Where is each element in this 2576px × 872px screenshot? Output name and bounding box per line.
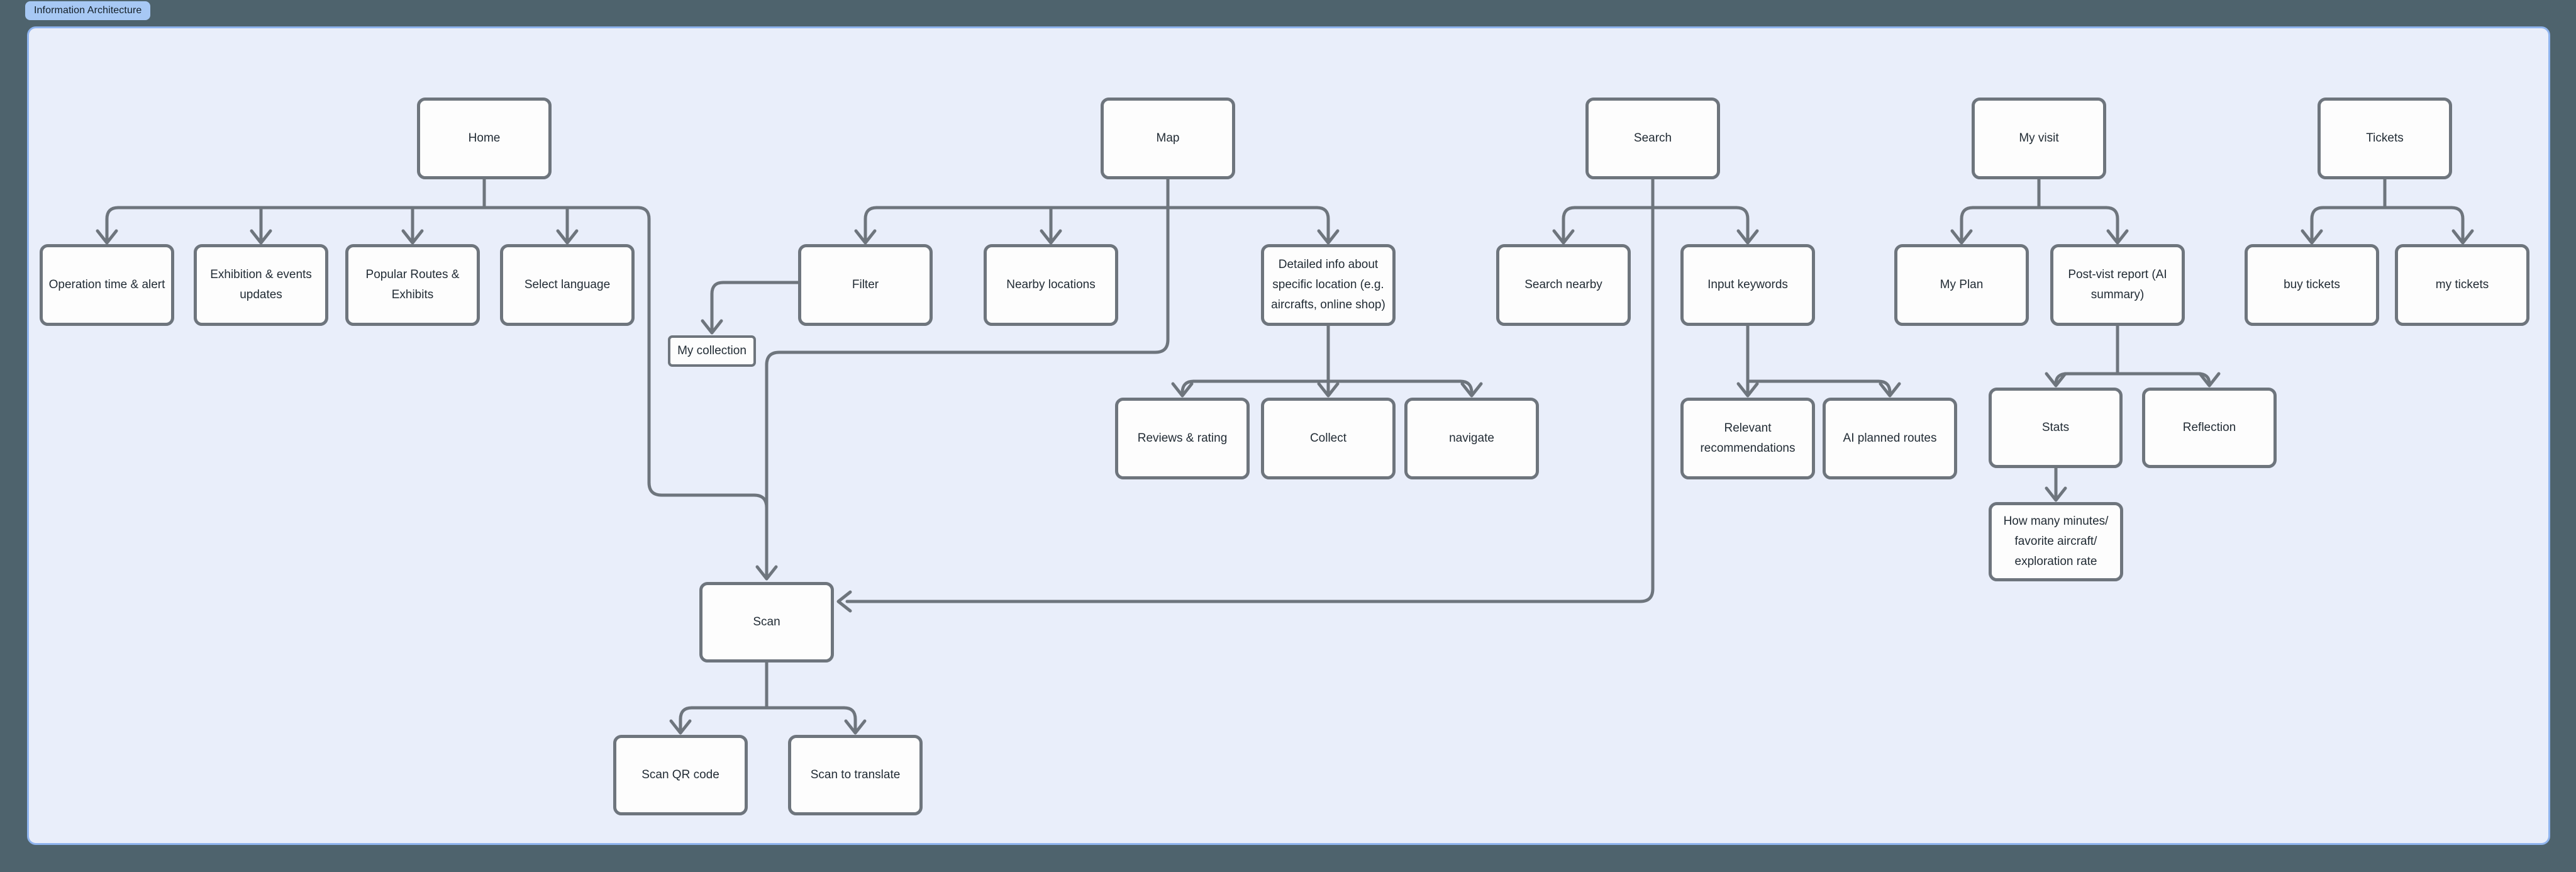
node-my-plan-label: My Plan [1940,277,1984,291]
node-tickets[interactable]: Tickets [2318,98,2452,179]
node-search-nearby[interactable]: Search nearby [1496,244,1631,326]
node-home[interactable]: Home [417,98,552,179]
node-post-visit-report[interactable]: Post-vist report (AI summary) [2050,244,2185,326]
node-navigate-label: navigate [1449,431,1494,445]
node-home-label: Home [468,131,501,145]
node-reflection-label: Reflection [2182,420,2236,434]
node-tickets-label: Tickets [2366,131,2404,145]
node-input-keywords[interactable]: Input keywords [1680,244,1815,326]
connector-map-fan[interactable] [854,177,1340,245]
connector-filter-to-my-collection[interactable] [701,281,800,335]
node-operation-time-alert[interactable]: Operation time & alert [40,244,174,326]
node-input-keywords-label: Input keywords [1707,277,1788,291]
node-buy-tickets[interactable]: buy tickets [2245,244,2379,326]
node-map[interactable]: Map [1101,98,1235,179]
node-my-collection-label: My collection [677,344,747,357]
connector-post-visit-fan[interactable] [2045,324,2221,388]
connector-search-fan[interactable] [1552,177,1759,245]
node-collect-label: Collect [1309,431,1347,445]
node-my-tickets[interactable]: my tickets [2395,244,2529,326]
node-scan-qr-code-label: Scan QR code [641,768,719,781]
connector-input-keywords-fan[interactable] [1736,324,1901,398]
node-navigate[interactable]: navigate [1404,398,1539,479]
node-buy-tickets-label: buy tickets [2284,277,2340,291]
node-my-tickets-label: my tickets [2435,277,2489,291]
node-stats-label: Stats [2041,420,2070,434]
node-how-many-minutes[interactable]: How many minutes/ favorite aircraft/ exp… [1989,502,2123,581]
node-scan[interactable]: Scan [699,582,834,662]
node-map-label: Map [1156,131,1180,145]
node-my-collection[interactable]: My collection [668,335,756,367]
node-scan-label: Scan [753,615,780,629]
connector-detailed-info-fan[interactable] [1171,324,1483,398]
node-stats[interactable]: Stats [1989,388,2123,468]
node-detailed-info[interactable]: Detailed info about specific location (e… [1261,244,1396,326]
node-ai-planned-routes[interactable]: AI planned routes [1823,398,1957,479]
node-nearby-locations-label: Nearby locations [1006,277,1096,291]
node-exhibition-events-updates-label: Exhibition & events updates [210,267,312,301]
node-my-visit-label: My visit [2019,131,2059,145]
connector-my-visit-fan[interactable] [1950,177,2129,245]
connector-tickets-fan[interactable] [2301,177,2474,245]
node-nearby-locations[interactable]: Nearby locations [984,244,1118,326]
node-scan-to-translate-label: Scan to translate [810,768,901,781]
node-reviews-rating-label: Reviews & rating [1137,431,1228,445]
node-collect[interactable]: Collect [1261,398,1396,479]
node-search-label: Search [1633,131,1672,145]
node-detailed-info-label: Detailed info about specific location (e… [1271,257,1385,312]
connector-home-fan[interactable] [96,177,640,245]
node-reflection[interactable]: Reflection [2142,388,2277,468]
node-select-language[interactable]: Select language [500,244,635,326]
node-reviews-rating[interactable]: Reviews & rating [1115,398,1250,479]
node-search[interactable]: Search [1585,98,1720,179]
node-select-language-label: Select language [524,277,611,291]
node-my-visit[interactable]: My visit [1972,98,2106,179]
node-search-nearby-label: Search nearby [1524,277,1602,291]
connector-stats-to-summary[interactable] [2045,466,2067,502]
node-scan-qr-code[interactable]: Scan QR code [613,735,748,815]
node-operation-time-alert-label: Operation time & alert [48,277,165,291]
node-how-many-minutes-label: How many minutes/ favorite aircraft/ exp… [2003,514,2109,569]
node-popular-routes-exhibits-label: Popular Routes & Exhibits [365,267,460,301]
node-filter[interactable]: Filter [798,244,933,326]
node-ai-planned-routes-label: AI planned routes [1843,431,1937,445]
frame-title[interactable]: Information Architecture [25,1,151,20]
node-my-plan[interactable]: My Plan [1894,244,2029,326]
node-relevant-recommendations[interactable]: Relevant recommendations [1680,398,1815,479]
connector-scan-fan[interactable] [669,661,867,735]
connector-map-to-scan[interactable] [755,206,1170,581]
node-relevant-recommendations-label: Relevant recommendations [1700,421,1796,455]
connector-home-to-scan[interactable] [636,206,769,577]
node-filter-label: Filter [852,277,879,291]
node-exhibition-events-updates[interactable]: Exhibition & events updates [194,244,328,326]
node-popular-routes-exhibits[interactable]: Popular Routes & Exhibits [345,244,480,326]
node-post-visit-report-label: Post-vist report (AI summary) [2068,267,2167,301]
connector-search-to-scan[interactable] [836,206,1655,613]
node-scan-to-translate[interactable]: Scan to translate [788,735,923,815]
